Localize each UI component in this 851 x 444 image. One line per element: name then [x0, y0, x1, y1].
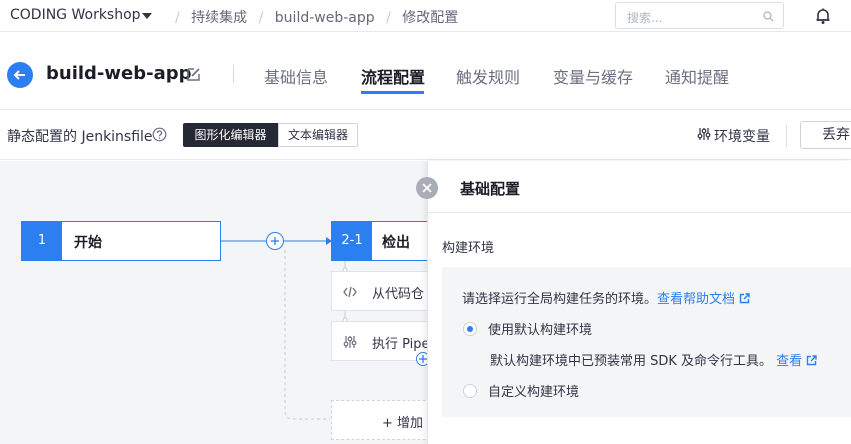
sliders-icon [343, 336, 357, 348]
external-link-icon [806, 355, 817, 366]
close-icon [422, 183, 432, 193]
toolbar-divider [786, 125, 787, 147]
help-doc-link[interactable]: 查看帮助文档 [657, 292, 750, 307]
breadcrumb-separator: / [175, 10, 180, 26]
plus-icon [419, 355, 427, 363]
default-env-description-text: 默认构建环境中已预装常用 SDK 及命令行工具。 [490, 354, 773, 369]
plus-icon [271, 237, 279, 245]
search-input[interactable]: 搜索... [615, 2, 784, 29]
tab-trigger-rules[interactable]: 触发规则 [456, 68, 521, 87]
stage-checkout[interactable]: 2-1 检出 [331, 221, 441, 261]
stage-start[interactable]: 1 开始 [21, 221, 221, 261]
tab-basic-info[interactable]: 基础信息 [264, 68, 329, 87]
tab-pipeline-config[interactable]: 流程配置 [361, 68, 426, 87]
add-parallel-stage-button[interactable]: + 增加 [331, 400, 441, 440]
env-variables-button[interactable]: 环境变量 [697, 126, 770, 146]
breadcrumb-ci[interactable]: 持续集成 [191, 10, 248, 26]
step-label: 执行 Pipe [372, 337, 430, 352]
back-button[interactable] [7, 62, 33, 88]
graph-editor-button[interactable]: 图形化编辑器 [183, 123, 278, 147]
build-env-description: 请选择运行全局构建任务的环境。查看帮助文档 [462, 288, 750, 307]
header-divider [233, 65, 234, 83]
build-env-options: 请选择运行全局构建任务的环境。查看帮助文档 使用默认构建环境 默认构建环境中已预… [442, 267, 851, 417]
default-env-link-label: 查看 [776, 354, 803, 369]
breadcrumb: / 持续集成 / build-web-app / 修改配置 [168, 7, 458, 27]
panel-divider [428, 212, 851, 213]
build-env-label: 构建环境 [442, 241, 495, 256]
code-icon [343, 286, 357, 298]
help-icon[interactable] [152, 127, 167, 142]
radio-default-env-label[interactable]: 使用默认构建环境 [488, 323, 593, 338]
description-text: 请选择运行全局构建任务的环境。 [462, 292, 658, 307]
stage-number: 2-1 [332, 222, 372, 260]
project-title: build-web-app [46, 63, 192, 84]
radio-default-env[interactable] [463, 322, 477, 336]
breadcrumb-project[interactable]: build-web-app [274, 10, 375, 26]
discard-button[interactable]: 丢弃 [800, 121, 851, 149]
tab-notifications[interactable]: 通知提醒 [665, 68, 730, 87]
step-checkout-repo[interactable]: 从代码仓 [331, 271, 441, 311]
top-bar: CODING Workshop / 持续集成 / build-web-app /… [0, 0, 851, 32]
text-editor-button[interactable]: 文本编辑器 [278, 123, 358, 147]
add-stage-button[interactable] [266, 232, 284, 250]
breadcrumb-separator: / [258, 10, 264, 26]
editor-toolbar: 静态配置的 Jenkinsfile 图形化编辑器 文本编辑器 环境变量 丢弃 [0, 110, 851, 160]
stage-label: 开始 [74, 235, 102, 251]
sliders-icon [697, 128, 711, 140]
default-env-link[interactable]: 查看 [776, 354, 817, 369]
help-doc-link-label: 查看帮助文档 [657, 292, 736, 307]
breadcrumb-current: 修改配置 [402, 10, 459, 26]
search-icon [763, 11, 774, 22]
project-header: build-web-app 基础信息 流程配置 触发规则 变量与缓存 通知提醒 [0, 40, 851, 110]
tab-variables-cache[interactable]: 变量与缓存 [553, 68, 634, 87]
close-panel-button[interactable] [416, 177, 438, 199]
arrow-left-icon [13, 70, 25, 80]
add-stage-label: + 增加 [382, 416, 424, 431]
default-env-description: 默认构建环境中已预装常用 SDK 及命令行工具。查看 [490, 350, 817, 369]
workspace-switcher[interactable]: CODING Workshop [10, 7, 141, 23]
external-link-icon [739, 293, 750, 304]
breadcrumb-separator: / [386, 10, 391, 26]
pipeline-connectors [221, 237, 348, 420]
chevron-down-icon[interactable] [142, 13, 152, 19]
edit-icon[interactable] [186, 67, 201, 82]
stage-label: 检出 [382, 235, 410, 251]
bell-icon[interactable] [814, 7, 832, 25]
stage-number: 1 [22, 222, 62, 260]
add-step-button[interactable] [416, 352, 430, 366]
basic-config-panel: 基础配置 构建环境 请选择运行全局构建任务的环境。查看帮助文档 使用默认构建环境… [427, 161, 851, 444]
step-label: 从代码仓 [372, 287, 425, 302]
active-tab-indicator [361, 91, 424, 94]
env-variables-label: 环境变量 [714, 129, 770, 145]
radio-custom-env-label[interactable]: 自定义构建环境 [488, 385, 580, 400]
jenkinsfile-label: 静态配置的 Jenkinsfile [7, 129, 153, 145]
search-placeholder: 搜索... [627, 11, 663, 25]
panel-title: 基础配置 [460, 180, 521, 198]
radio-custom-env[interactable] [463, 384, 477, 398]
